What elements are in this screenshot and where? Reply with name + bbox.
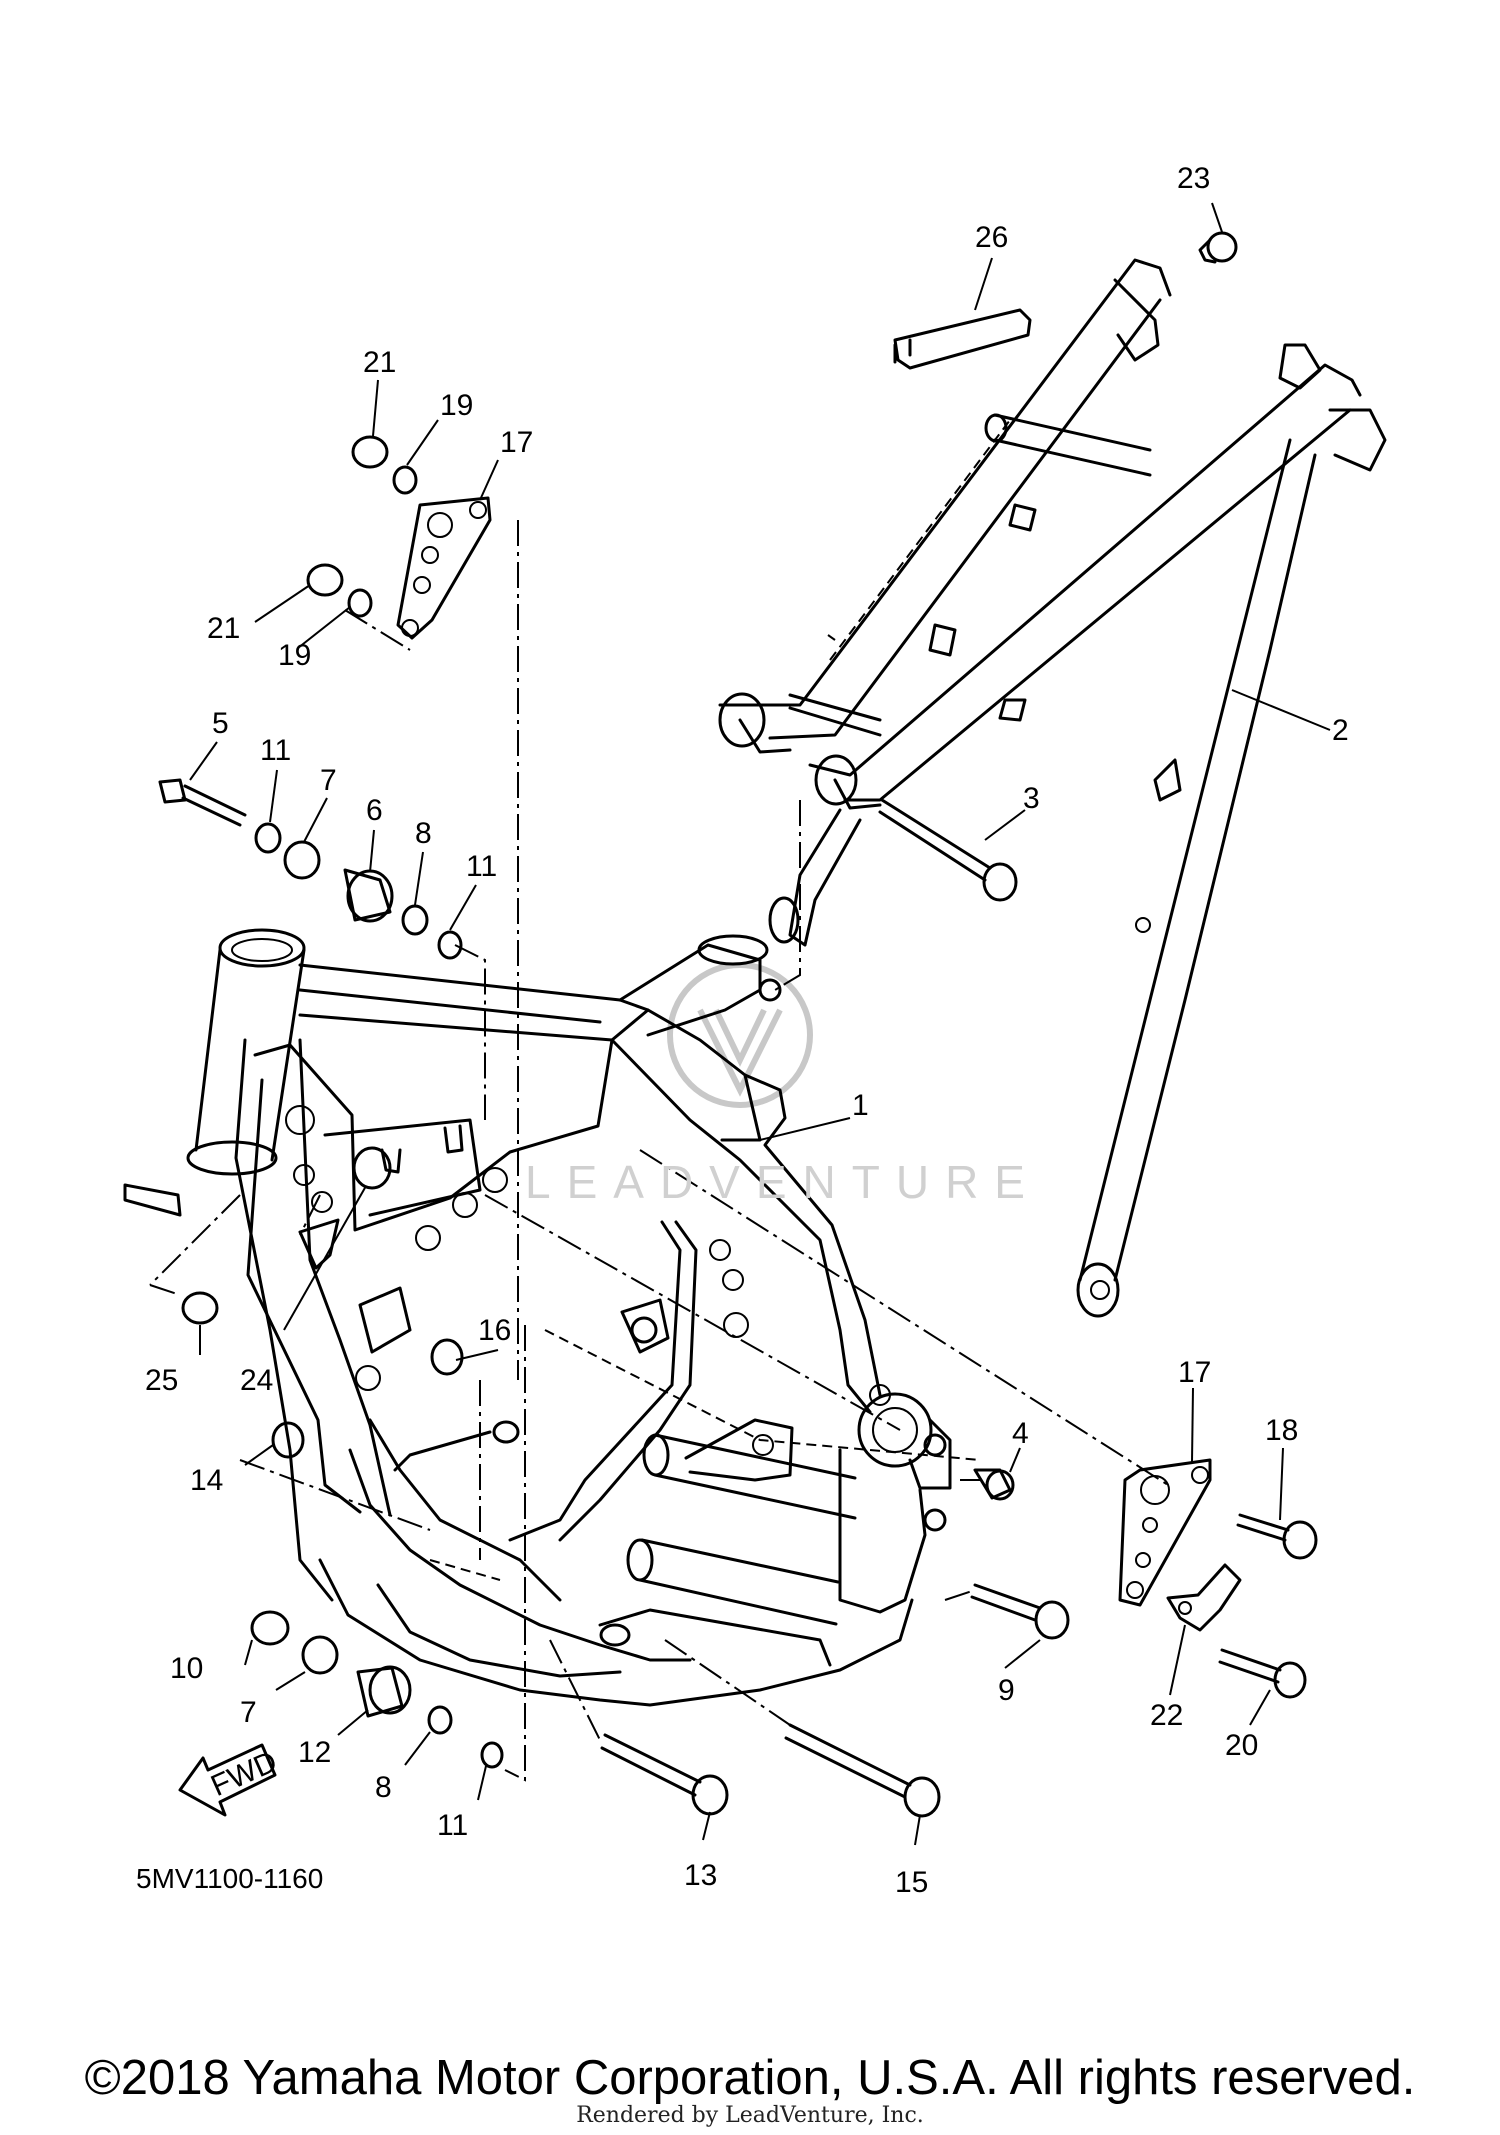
part-17-engine-bracket-upper	[396, 496, 492, 640]
part-26-bracket	[893, 308, 1032, 370]
main-frame	[123, 928, 952, 1707]
assembly-center-lines	[149, 419, 1169, 1782]
callout-23: 23	[1177, 162, 1210, 195]
callout-16: 16	[478, 1314, 511, 1347]
callout-11: 11	[437, 1809, 468, 1842]
nuts-14-16	[271, 1338, 464, 1459]
callout-13: 13	[684, 1859, 717, 1892]
leader-lines	[189, 202, 1331, 1846]
part-17-engine-bracket-lower	[1118, 1458, 1212, 1607]
callout-1: 1	[852, 1089, 869, 1122]
front-mount-hardware	[158, 778, 463, 960]
callout-26: 26	[975, 221, 1008, 254]
copyright-notice: ©2018 Yamaha Motor Corporation, U.S.A. A…	[84, 2051, 1416, 2105]
callout-17: 17	[500, 426, 533, 459]
callout-2: 2	[1332, 714, 1349, 747]
callout-14: 14	[190, 1464, 223, 1497]
callout-18: 18	[1265, 1414, 1298, 1447]
callout-15: 15	[895, 1866, 928, 1899]
part-22-bracket	[1166, 1563, 1242, 1632]
part-18-bolt	[1236, 1513, 1318, 1560]
part-4-bolt	[973, 1468, 1015, 1501]
callout-6: 6	[366, 794, 383, 827]
grommet-and-cap	[181, 1146, 392, 1325]
callout-17: 17	[1178, 1356, 1211, 1389]
callout-7: 7	[320, 764, 337, 797]
rendered-by-credit: Rendered by LeadVenture, Inc.	[576, 2103, 924, 2128]
callout-8: 8	[375, 1771, 392, 1804]
callout-10: 10	[170, 1652, 203, 1685]
callout-4: 4	[1012, 1417, 1029, 1450]
callout-8: 8	[415, 817, 432, 850]
callout-5: 5	[212, 707, 229, 740]
upper-nuts-and-washers	[306, 435, 418, 618]
watermark-text: LEADVENTURE	[525, 1156, 1041, 1208]
callout-12: 12	[298, 1736, 331, 1769]
callout-7: 7	[240, 1696, 257, 1729]
diagram-code: 5MV1100-1160	[136, 1863, 324, 1894]
lower-mount-hardware	[250, 1610, 504, 1769]
part-3-bolt	[878, 798, 1018, 902]
lower-bolts-13-15	[600, 1723, 941, 1818]
callout-24: 24	[240, 1364, 273, 1397]
part-9-bolt	[970, 1583, 1070, 1640]
callout-22: 22	[1150, 1699, 1183, 1732]
callout-9: 9	[998, 1674, 1015, 1707]
callout-21: 21	[363, 346, 396, 379]
part-20-bolt	[1218, 1648, 1307, 1699]
callout-11: 11	[260, 734, 291, 767]
callout-11: 11	[466, 850, 497, 883]
callout-3: 3	[1023, 782, 1040, 815]
rear-subframe	[718, 258, 1387, 1318]
callout-19: 19	[440, 389, 473, 422]
fwd-arrow: FWD	[178, 1743, 282, 1817]
callout-25: 25	[145, 1364, 178, 1397]
callout-19: 19	[278, 639, 311, 672]
part-23-collar	[1198, 231, 1238, 264]
callout-21: 21	[207, 612, 240, 645]
callout-20: 20	[1225, 1729, 1258, 1762]
callout-numbers: 23 26 21 19 17 21 19 2 3 5 11 7 6 8 11 1…	[145, 162, 1349, 1899]
